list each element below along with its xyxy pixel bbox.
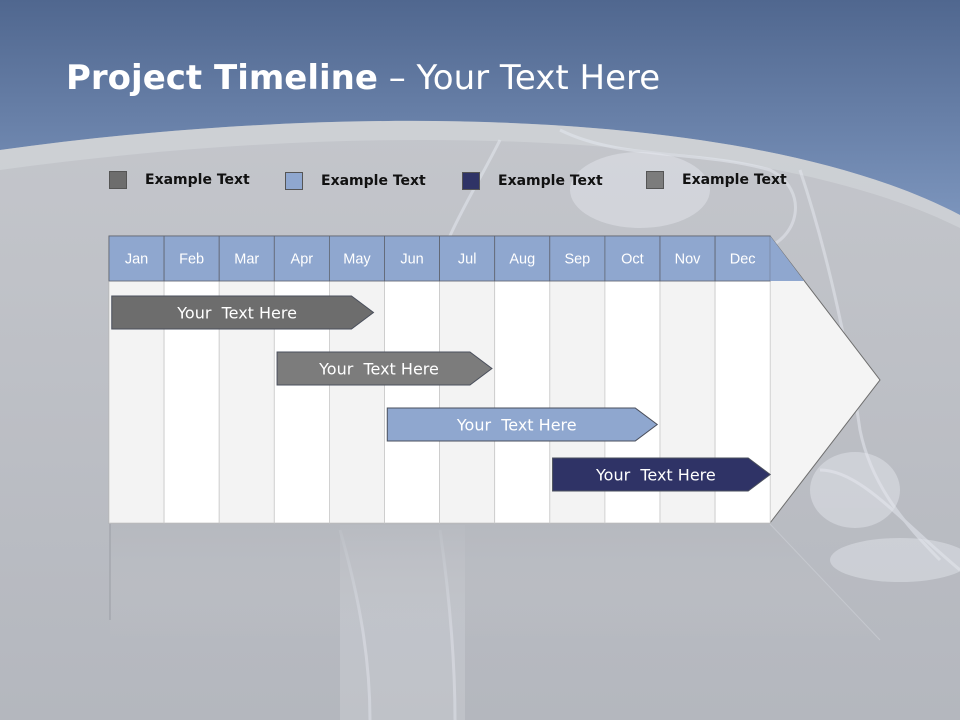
arrow-header-tip <box>770 236 805 281</box>
legend-label-3: Example Text <box>498 173 603 189</box>
timeline-bar-label-1: Your Text Here <box>176 304 297 323</box>
legend-item-1: Example Text <box>109 171 250 189</box>
month-label-may: May <box>343 252 371 268</box>
legend-swatch-4 <box>646 171 664 189</box>
month-label-dec: Dec <box>730 252 756 268</box>
month-header-jul <box>439 235 496 282</box>
month-header-jan <box>108 235 165 282</box>
month-label-feb: Feb <box>179 252 204 268</box>
timeline-bar-label-4: Your Text Here <box>595 466 716 485</box>
title-rest: – Your Text Here <box>377 58 661 98</box>
timeline-bar-3 <box>386 407 659 442</box>
title-bold: Project Timeline <box>66 58 378 98</box>
legend-swatch-2 <box>285 172 303 190</box>
month-header-aug <box>494 235 551 282</box>
month-label-apr: Apr <box>291 252 314 268</box>
month-column-jul <box>439 280 496 524</box>
month-header-may <box>328 235 385 282</box>
month-header-nov <box>659 235 716 282</box>
timeline-bar-label-3: Your Text Here <box>456 416 577 435</box>
legend-item-3: Example Text <box>462 172 603 190</box>
legend-swatch-1 <box>109 171 127 189</box>
month-column-aug <box>494 280 551 524</box>
month-column-jun <box>384 280 440 524</box>
legend-label-1: Example Text <box>145 172 250 188</box>
month-label-oct: Oct <box>621 252 644 268</box>
month-header-feb <box>163 235 220 282</box>
month-label-aug: Aug <box>509 252 535 268</box>
legend-item-2: Example Text <box>285 172 426 190</box>
month-label-jan: Jan <box>125 252 148 268</box>
month-header-dec <box>714 235 771 282</box>
month-label-mar: Mar <box>234 252 259 268</box>
legend-label-2: Example Text <box>321 173 426 189</box>
timeline-bar-4 <box>552 457 772 492</box>
month-label-nov: Nov <box>675 252 702 268</box>
timeline-bar-2 <box>276 351 493 386</box>
month-header-apr <box>273 235 330 282</box>
legend-swatch-3 <box>462 172 480 190</box>
slide-title: Project Timeline – Your Text Here <box>66 58 660 98</box>
month-label-jul: Jul <box>458 252 477 268</box>
month-header-jun <box>384 235 440 282</box>
month-header-oct <box>604 235 661 282</box>
month-label-sep: Sep <box>564 252 590 268</box>
timeline-bar-label-2: Your Text Here <box>318 360 439 379</box>
month-label-jun: Jun <box>400 252 423 268</box>
month-headers: Jan Feb Mar Apr May Jun Jul Aug Sep Oct Nov Dec <box>108 235 805 282</box>
legend-item-4: Example Text <box>646 171 787 189</box>
legend-label-4: Example Text <box>682 172 787 188</box>
month-header-sep <box>549 235 606 282</box>
timeline-bar-1 <box>111 295 375 330</box>
